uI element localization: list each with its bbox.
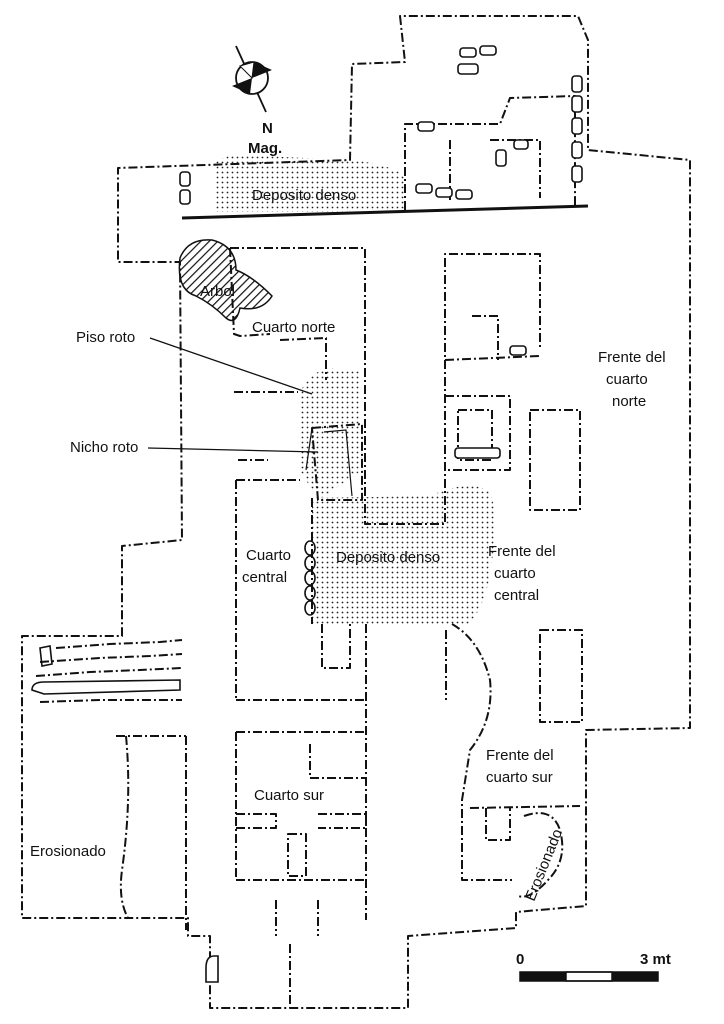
stone-n4 bbox=[571, 75, 583, 93]
north-wall bbox=[181, 204, 589, 220]
north-room-outline bbox=[404, 95, 576, 210]
nicho-inner bbox=[305, 427, 353, 497]
north-arrow-vane-3 bbox=[239, 61, 255, 80]
central-stones bbox=[304, 540, 316, 616]
label-arbol: Arbol bbox=[200, 283, 235, 300]
piso-roto-area bbox=[300, 368, 362, 500]
label-erosionado-este: Erosionado bbox=[522, 827, 566, 904]
central-room-walls bbox=[235, 498, 367, 920]
cuarto-norte-walls bbox=[229, 247, 327, 700]
stone-n11 bbox=[415, 183, 433, 194]
label-frente-central-3: central bbox=[494, 587, 539, 604]
stone-n2 bbox=[479, 45, 497, 56]
frente-sur-box bbox=[485, 808, 511, 841]
stone-n12 bbox=[435, 187, 453, 198]
south-annex bbox=[275, 900, 319, 1008]
north-label-n: N bbox=[262, 120, 273, 137]
stone-n15 bbox=[495, 149, 507, 167]
label-frente-sur-1: Frente del bbox=[486, 747, 554, 764]
label-cuarto-central-1: Cuarto bbox=[246, 547, 291, 564]
label-piso-roto: Piso roto bbox=[76, 329, 135, 346]
stone-f2 bbox=[454, 447, 501, 459]
north-arrow-vane-2 bbox=[232, 78, 252, 94]
frente-central-block bbox=[539, 629, 583, 723]
label-deposito-denso-central: Deposito denso bbox=[336, 549, 440, 566]
deposito-denso-norte-area bbox=[215, 154, 405, 212]
deposito-denso-central-area bbox=[312, 485, 496, 624]
west-corridor bbox=[116, 735, 187, 930]
label-cuarto-norte: Cuarto norte bbox=[252, 319, 335, 336]
leader-nicho-roto bbox=[147, 447, 319, 453]
stone-n9 bbox=[179, 171, 191, 187]
stone-n5 bbox=[571, 95, 583, 113]
stone-n10 bbox=[179, 189, 191, 205]
stone-n7 bbox=[571, 141, 583, 159]
frente-norte-room bbox=[444, 355, 541, 471]
label-cuarto-central-2: central bbox=[242, 569, 287, 586]
erosion-east bbox=[517, 812, 564, 898]
north-room-inner bbox=[449, 139, 541, 200]
stone-n6 bbox=[571, 117, 583, 135]
label-frente-central-1: Frente del bbox=[488, 543, 556, 560]
north-arrow bbox=[232, 45, 272, 113]
stone-f1 bbox=[509, 345, 527, 356]
excavation-boundary bbox=[21, 15, 691, 1009]
scale-segment-3 bbox=[612, 972, 658, 981]
label-frente-central-2: cuarto bbox=[494, 565, 536, 582]
scale-label-start: 0 bbox=[516, 951, 524, 968]
leader-piso-roto bbox=[149, 337, 313, 395]
label-frente-sur-2: cuarto sur bbox=[486, 769, 553, 786]
arbol-hatch bbox=[178, 239, 273, 322]
label-frente-norte-1: Frente del bbox=[598, 349, 666, 366]
label-frente-norte-2: cuarto bbox=[606, 371, 648, 388]
label-deposito-denso-norte: Deposito denso bbox=[252, 187, 356, 204]
stone-n1 bbox=[459, 47, 477, 58]
stone-n13 bbox=[455, 189, 473, 200]
frente-inner-boxes bbox=[457, 315, 499, 461]
nicho-roto-outline bbox=[311, 423, 363, 501]
stone-n16 bbox=[513, 139, 529, 150]
label-frente-norte-3: norte bbox=[612, 393, 646, 410]
scale-bar bbox=[519, 971, 659, 982]
cuarto-sur-walls bbox=[236, 744, 367, 881]
corridor-outline bbox=[230, 247, 541, 525]
south-door bbox=[205, 955, 219, 983]
label-nicho-roto: Nicho roto bbox=[70, 439, 138, 456]
scale-segment-1 bbox=[520, 972, 566, 981]
stone-n8 bbox=[571, 165, 583, 183]
north-arrow-vane-1 bbox=[252, 62, 272, 78]
scale-label-end: 3 mt bbox=[640, 951, 671, 968]
frente-norte-block bbox=[529, 409, 581, 511]
stone-n3 bbox=[457, 63, 479, 75]
scale-segment-2 bbox=[565, 971, 613, 982]
frente-sur-walls bbox=[445, 623, 581, 881]
north-label-mag: Mag. bbox=[248, 140, 282, 157]
stone-n14 bbox=[417, 121, 435, 132]
label-erosionado-oeste: Erosionado bbox=[30, 843, 106, 860]
label-cuarto-sur: Cuarto sur bbox=[254, 787, 324, 804]
west-stone-rows bbox=[31, 639, 183, 703]
